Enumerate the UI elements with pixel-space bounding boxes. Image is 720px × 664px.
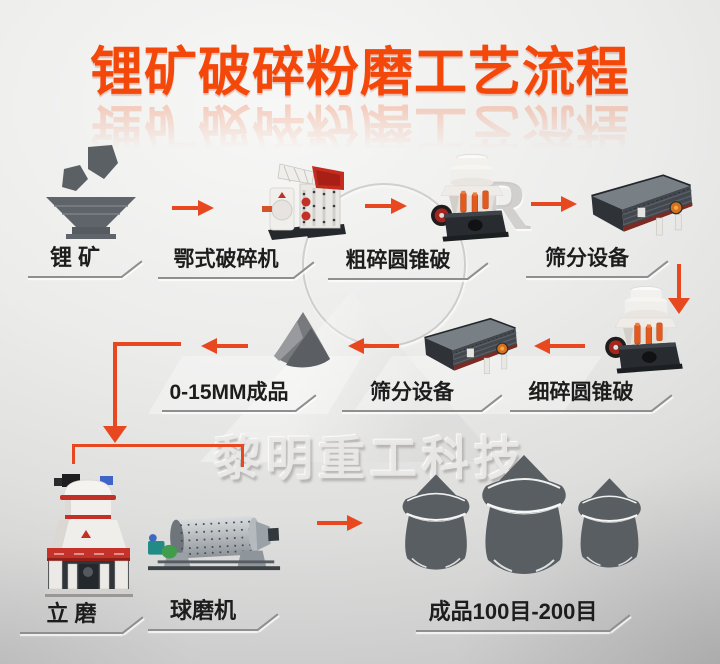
label-fine-cone-crusher: 细碎圆锥破 bbox=[510, 376, 673, 412]
label-screen-1: 筛分设备 bbox=[526, 242, 669, 278]
brand-text-watermark: 黎明重工科技 bbox=[214, 432, 526, 485]
vertical-mill-icon bbox=[45, 474, 133, 597]
label-ore: 锂 矿 bbox=[28, 240, 143, 278]
material-pile-icon bbox=[274, 312, 330, 368]
vibrating-screen-icon bbox=[420, 314, 520, 380]
ore-hopper-icon bbox=[46, 145, 136, 239]
product-bags-icon bbox=[401, 453, 642, 576]
label-jaw-crusher: 鄂式破碎机 bbox=[158, 243, 315, 279]
label-ball-mill: 球磨机 bbox=[148, 593, 279, 631]
label-coarse-cone-crusher: 粗碎圆锥破 bbox=[328, 244, 489, 280]
label-screen-2: 筛分设备 bbox=[342, 376, 503, 412]
cone-crusher-icon bbox=[431, 143, 513, 255]
page-title: 锂矿破碎粉磨工艺流程 bbox=[90, 43, 630, 102]
label-plate bbox=[352, 356, 602, 414]
label-final-product: 成品100目-200目 bbox=[416, 594, 631, 632]
label-vertical-mill: 立 磨 bbox=[20, 596, 144, 634]
label-plate bbox=[148, 356, 362, 414]
ball-mill-icon bbox=[148, 515, 281, 571]
vibrating-screen-icon bbox=[588, 166, 694, 246]
label-product-0-15mm: 0-15MM成品 bbox=[162, 376, 317, 412]
jaw-crusher-icon bbox=[262, 163, 346, 240]
